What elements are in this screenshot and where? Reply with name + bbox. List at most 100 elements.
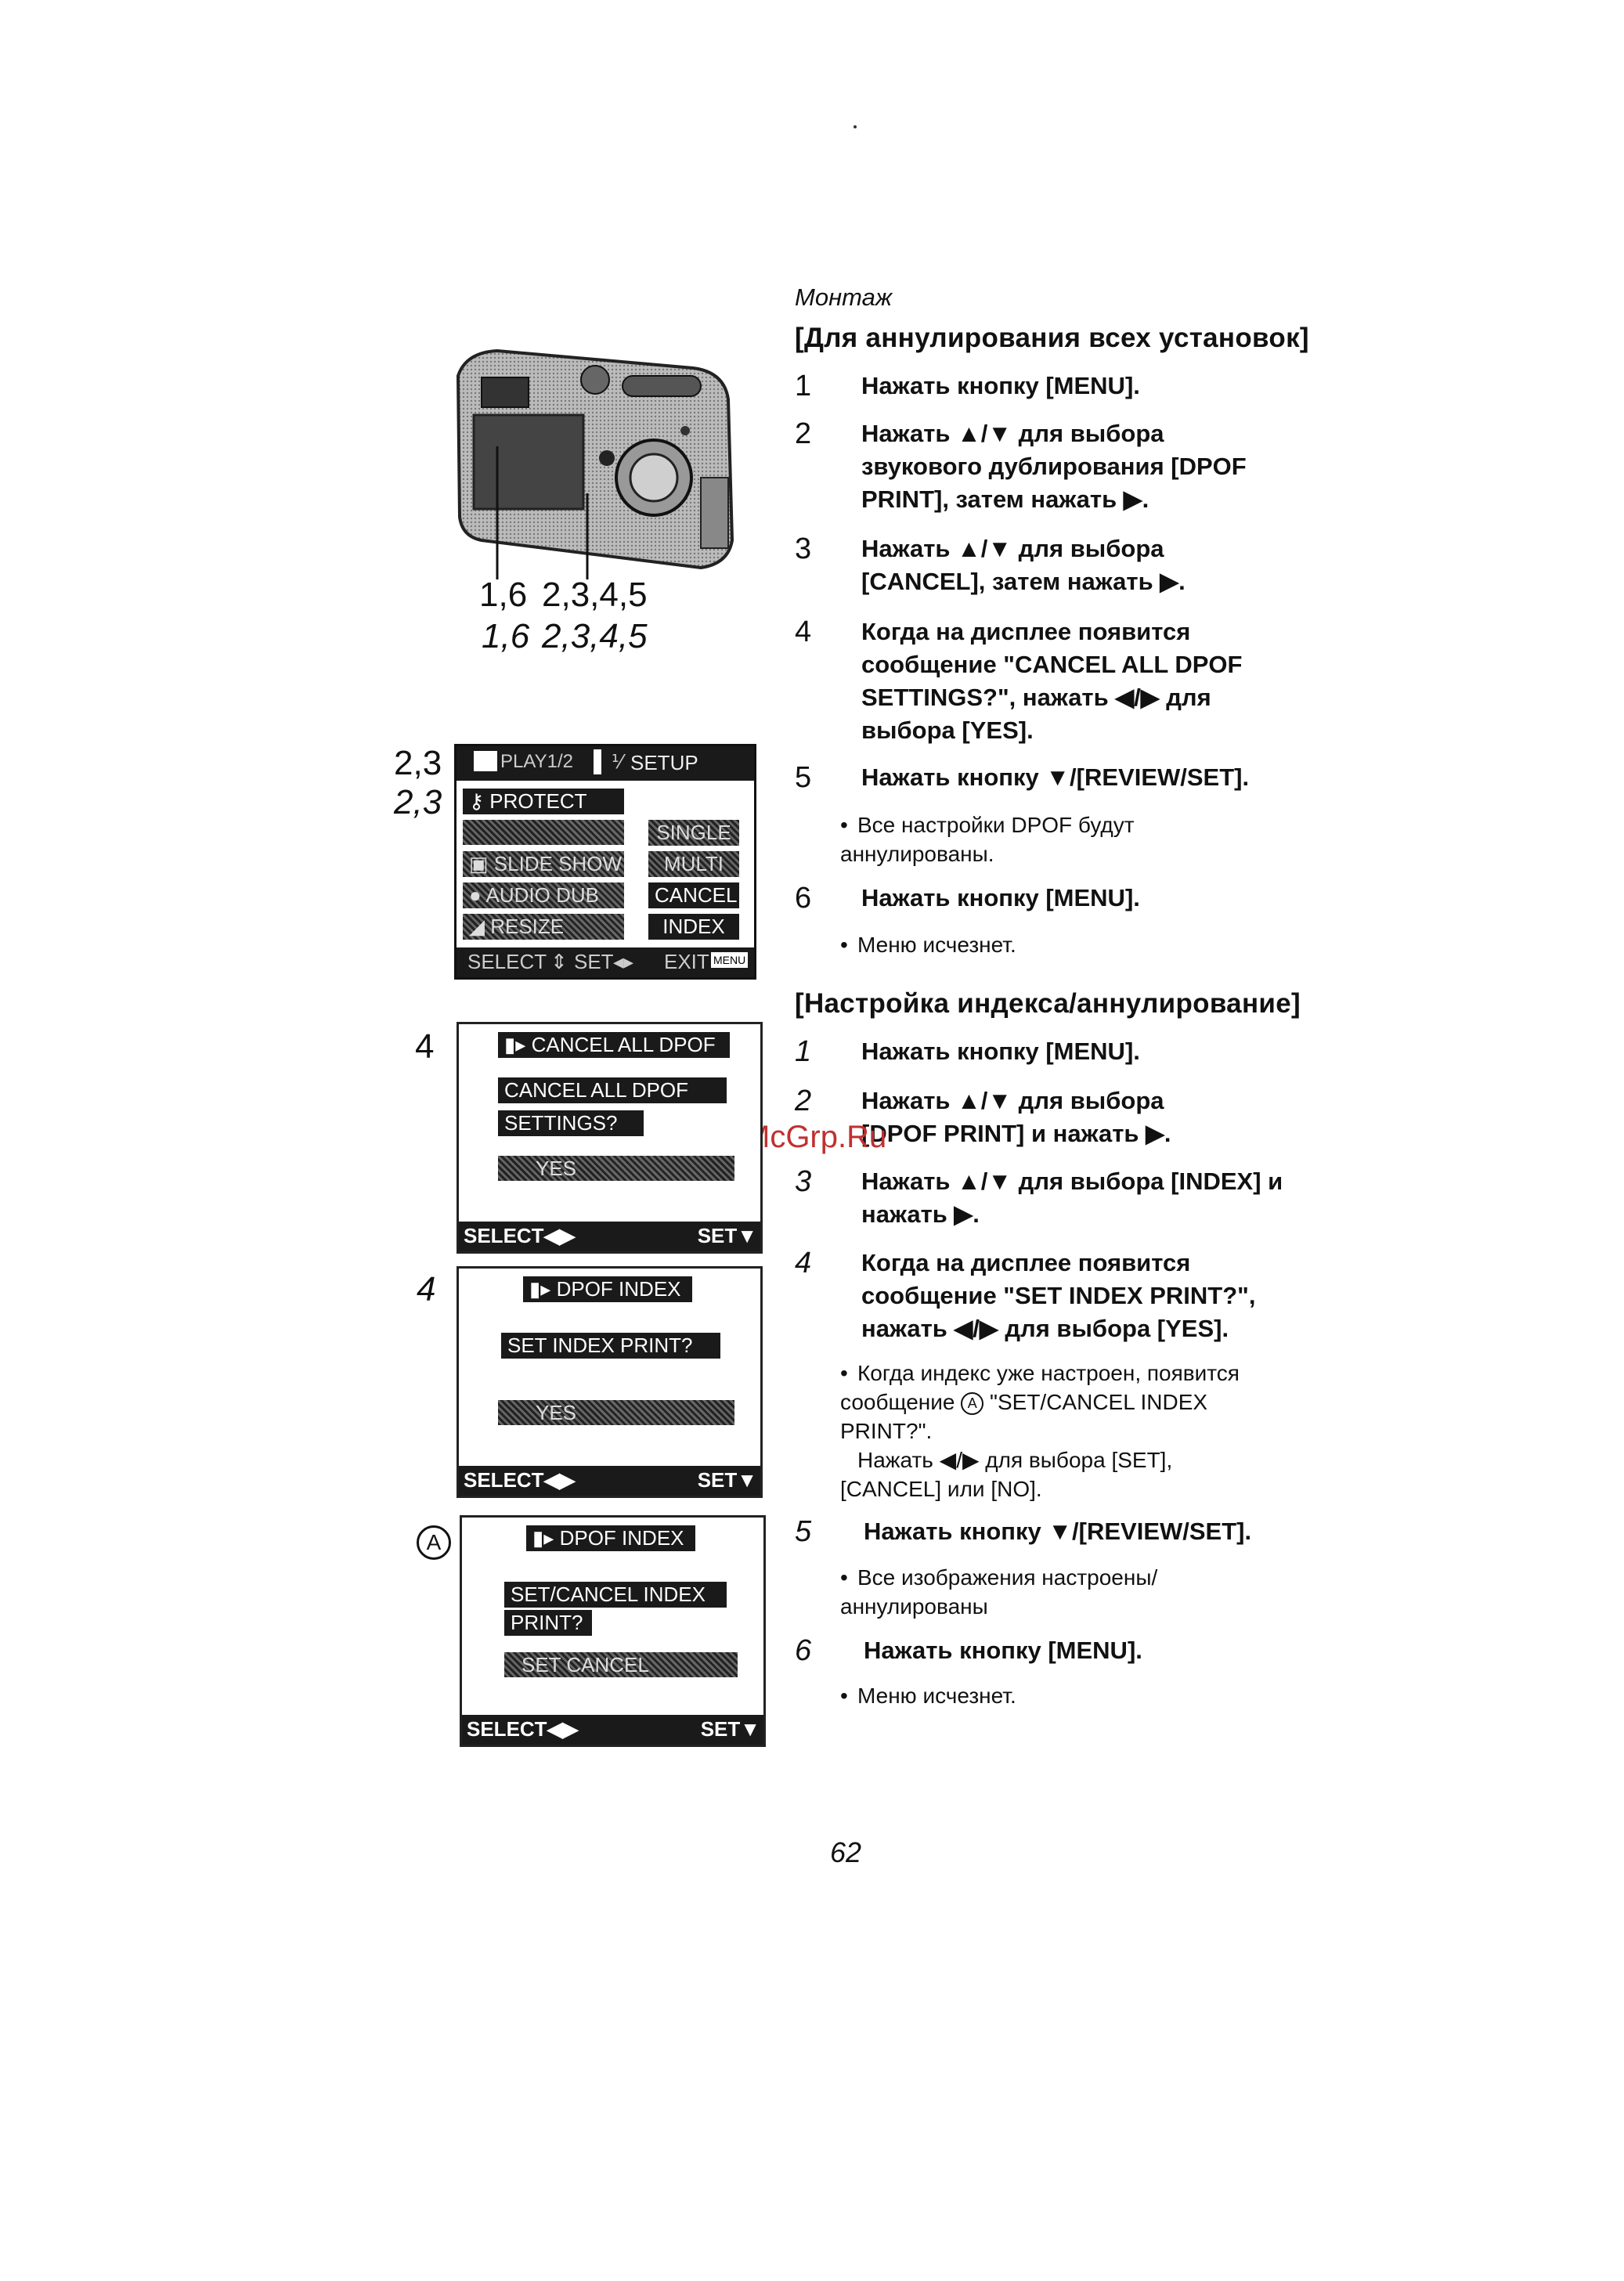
updown-icon: ⇕ [550, 950, 568, 973]
dpof-icon: ▮▸ [532, 1526, 560, 1550]
menu-item-resize[interactable]: ◢ RESIZE [463, 914, 624, 940]
note-text: Меню исчезнет. [857, 933, 1016, 957]
set-cancel-screen: ▮▸ DPOF INDEX SET/CANCEL INDEX PRINT? SE… [460, 1515, 766, 1747]
watermark: McGrp.Ru [744, 1120, 887, 1154]
tab-play[interactable]: PLAY1/2 [500, 751, 573, 772]
bar-set: SET▼ [697, 1468, 757, 1492]
menu-help-bar: SELECT ⇕ SET ◂▸ EXIT MENU [457, 947, 754, 977]
index-note-5: •Все изображения настроены/аннулированы [840, 1563, 1185, 1621]
choice-set-cancel[interactable]: SET CANCEL [504, 1652, 738, 1677]
step-number: 3 [795, 1165, 812, 1198]
heading-index: [Настройка индекса/аннулирование] [795, 988, 1301, 1019]
tab-divider [594, 749, 601, 774]
option-single[interactable]: SINGLE [648, 820, 739, 846]
step-text: Нажать кнопку ▼/[REVIEW/SET]. [861, 763, 1250, 791]
index-side-label: 4 [417, 1270, 436, 1308]
screen-title: ▮▸ CANCEL ALL DPOF [498, 1032, 730, 1058]
message-line-1: SET INDEX PRINT? [501, 1333, 720, 1359]
bar-select: SELECT◀▶ [464, 1468, 576, 1492]
step-text: Нажать кнопку [MENU]. [861, 1038, 1140, 1065]
step-text: Нажать ▲/▼ для выбора [INDEX] и нажать ▶… [861, 1168, 1283, 1228]
cancel-side-label: 4 [415, 1027, 435, 1066]
menu-tab-bar: PLAY1/2 ⅟ SETUP [457, 746, 754, 781]
step-text: Когда на дисплее появится сообщение "SET… [861, 1249, 1256, 1342]
bullet: • [840, 1361, 848, 1385]
circle-a-icon: A [417, 1525, 451, 1560]
step-number: 4 [795, 615, 812, 648]
step-number: 3 [795, 532, 812, 565]
step-text: Нажать кнопку [MENU]. [864, 1637, 1142, 1664]
menu-body: ⚷ PROTECT ▣ SLIDE SHOW ● AUDIO DUB ◢ RES… [457, 781, 754, 947]
step-text: Когда на дисплее появится сообщение "CAN… [861, 618, 1243, 744]
dpof-icon: ▮▸ [529, 1277, 557, 1301]
menu-side-label: 2,3 [394, 744, 442, 782]
note-text: Меню исчезнет. [857, 1684, 1016, 1708]
step-number: 2 [795, 417, 812, 450]
note-text: "SET/CANCEL INDEX PRINT?". [840, 1390, 1208, 1443]
circle-a-icon: A [961, 1392, 984, 1416]
index-screen: ▮▸ DPOF INDEX SET INDEX PRINT? YES SELEC… [457, 1266, 763, 1498]
note-text: Все настройки DPOF будут аннулированы. [840, 813, 1135, 866]
screen-help-bar: SELECT◀▶ SET▼ [462, 1715, 763, 1745]
step-text: Нажать кнопку [MENU]. [861, 372, 1140, 399]
screen-title: ▮▸ DPOF INDEX [523, 1276, 692, 1302]
bullet: • [840, 1565, 848, 1590]
option-multi[interactable]: MULTI [648, 851, 739, 877]
screen-help-bar: SELECT◀▶ SET▼ [459, 1466, 760, 1496]
menu-item-slide-show[interactable]: ▣ SLIDE SHOW [463, 851, 624, 877]
menu-screen: PLAY1/2 ⅟ SETUP ⚷ PROTECT ▣ SLIDE SHOW ●… [454, 744, 756, 980]
option-index[interactable]: INDEX [648, 914, 739, 940]
screen-help-bar: SELECT◀▶ SET▼ [459, 1222, 760, 1251]
camera-label-a: 1,6 [479, 576, 528, 614]
step-number: 1 [795, 370, 812, 402]
play-icon [474, 751, 497, 771]
tab-setup[interactable]: SETUP [630, 751, 698, 774]
step-number: 1 [795, 1035, 812, 1068]
menu-item-dpof-print[interactable] [463, 820, 624, 845]
cancel-note-5: •Все настройки DPOF будут аннулированы. [840, 810, 1169, 868]
camera-label-a-italic: 1,6 [482, 617, 530, 655]
menu-icon: MENU [711, 952, 749, 968]
bar-set: SET▼ [700, 1717, 760, 1741]
message-line-1: SET/CANCEL INDEX [504, 1582, 727, 1608]
note-text: Когда индекс уже настроен, появится сооб… [840, 1361, 1240, 1414]
step-number: 2 [795, 1085, 812, 1117]
choice-yes[interactable]: YES [498, 1156, 734, 1181]
scan-dot [854, 125, 857, 128]
screen-title: ▮▸ DPOF INDEX [526, 1525, 695, 1551]
bullet: • [840, 933, 848, 957]
step-text: Нажать ▲/▼ для выбора звукового дублиров… [861, 420, 1247, 513]
cancel-note-6: • Меню исчезнет. [840, 930, 1545, 959]
menu-item-audio-dub[interactable]: ● AUDIO DUB [463, 882, 624, 908]
bar-select: SELECT [467, 950, 547, 973]
bar-select: SELECT◀▶ [464, 1224, 576, 1247]
choice-yes[interactable]: YES [498, 1400, 734, 1425]
step-text: Нажать ▲/▼ для выбора [CANCEL], затем на… [861, 535, 1186, 595]
cancel-all-screen: ▮▸ CANCEL ALL DPOF CANCEL ALL DPOF SETTI… [457, 1022, 763, 1254]
page-number: 62 [830, 1836, 862, 1868]
menu-item-protect[interactable]: ⚷ PROTECT [463, 789, 624, 814]
step-text: Нажать кнопку [MENU]. [861, 884, 1140, 911]
step-number: 6 [795, 1634, 812, 1667]
step-number: 6 [795, 882, 812, 915]
message-line-2: PRINT? [504, 1610, 592, 1636]
camera-label-b: 2,3,4,5 [542, 576, 648, 614]
camera-label-b-italic: 2,3,4,5 [542, 617, 648, 655]
index-note-6: • Меню исчезнет. [840, 1681, 1545, 1710]
option-cancel[interactable]: CANCEL [648, 882, 739, 908]
camera-illustration [456, 348, 734, 579]
bar-exit: EXIT [664, 950, 709, 973]
bullet: • [840, 1684, 848, 1708]
step-number: 5 [795, 761, 812, 794]
mic-icon: ● [469, 883, 486, 907]
step-number: 5 [795, 1515, 812, 1548]
step-text: Нажать кнопку ▼/[REVIEW/SET]. [864, 1518, 1252, 1545]
slide-icon: ▣ [469, 852, 494, 875]
heading-cancel-all: [Для аннулирования всех установок] [795, 323, 1309, 353]
menu-side-label-italic: 2,3 [394, 783, 442, 821]
setup-icon: ⅟ [612, 752, 623, 773]
resize-icon: ◢ [469, 915, 491, 938]
bullet: • [840, 813, 848, 837]
note-text: Нажать ◀/▶ для выбора [SET], [CANCEL] ил… [840, 1448, 1173, 1501]
note-text: Все изображения настроены/аннулированы [840, 1565, 1158, 1619]
